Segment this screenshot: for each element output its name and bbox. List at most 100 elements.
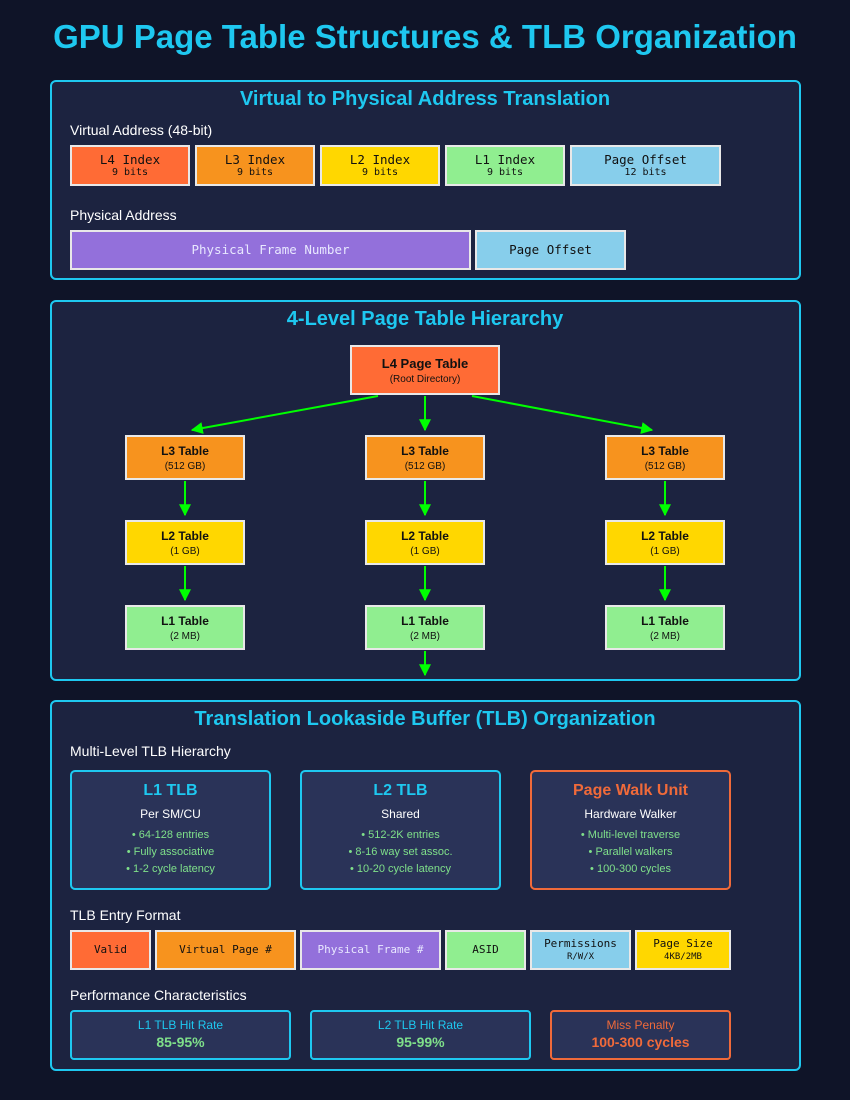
card-feature: • 512-2K entries xyxy=(361,829,440,841)
node-title: L1 Table xyxy=(401,613,449,628)
card-feature: • Parallel walkers xyxy=(588,846,673,858)
node-title: L4 Page Table xyxy=(381,355,469,371)
field-name: L2 Index xyxy=(349,151,411,167)
node-subtitle: (2 MB) xyxy=(170,630,200,642)
perf-metric-label: Miss Penalty xyxy=(606,1018,675,1032)
entry-field-page-size: Page Size 4KB/2MB xyxy=(635,930,731,970)
virtual-address-label: Virtual Address (48-bit) xyxy=(70,122,213,138)
tlb-hierarchy-label: Multi-Level TLB Hierarchy xyxy=(70,743,231,759)
node-subtitle: (1 GB) xyxy=(170,545,200,557)
node-l3-table-right: L3 Table (512 GB) xyxy=(605,435,725,480)
arrow-root-to-l3-left xyxy=(190,395,379,434)
node-title: L1 Table xyxy=(161,613,209,628)
page-title: GPU Page Table Structures & TLB Organiza… xyxy=(53,18,797,55)
node-subtitle: (Root Directory) xyxy=(389,373,461,385)
entry-name: ASID xyxy=(472,943,499,957)
perf-label: Performance Characteristics xyxy=(70,987,247,1003)
card-feature: • Multi-level traverse xyxy=(580,829,681,841)
entry-field-asid: ASID xyxy=(445,930,526,970)
card-feature: • 1-2 cycle latency xyxy=(126,863,215,875)
node-subtitle: (2 MB) xyxy=(650,630,680,642)
card-feature: • 8-16 way set assoc. xyxy=(348,846,453,858)
node-subtitle: (512 GB) xyxy=(644,460,686,472)
virtual-field-l3-index: L3 Index 9 bits xyxy=(195,145,315,186)
node-subtitle: (1 GB) xyxy=(650,545,680,557)
node-subtitle: (2 MB) xyxy=(410,630,440,642)
field-bits: 9 bits xyxy=(486,166,524,178)
card-feature: • 100-300 cycles xyxy=(590,863,671,875)
entry-name: Valid xyxy=(93,943,128,957)
node-subtitle: (512 GB) xyxy=(404,460,446,472)
perf-miss-penalty: Miss Penalty 100-300 cycles xyxy=(550,1010,731,1060)
node-title: L2 Table xyxy=(401,528,449,543)
entry-name: Virtual Page # xyxy=(179,943,272,957)
physical-field-page-offset: Page Offset xyxy=(475,230,626,270)
card-feature: • 64-128 entries xyxy=(131,829,210,841)
arrow-root-to-l3-right xyxy=(471,395,654,434)
card-page-walk-unit: Page Walk Unit Hardware Walker • Multi-l… xyxy=(530,770,731,890)
virtual-field-l2-index: L2 Index 9 bits xyxy=(320,145,440,186)
card-feature: • 10-20 cycle latency xyxy=(349,863,452,875)
node-subtitle: (1 GB) xyxy=(410,545,440,557)
node-l2-table-center: L2 Table (1 GB) xyxy=(365,520,485,565)
physical-field-frame-number: Physical Frame Number xyxy=(70,230,471,270)
node-title: L2 Table xyxy=(641,528,689,543)
card-title: L2 TLB xyxy=(373,782,428,799)
hierarchy-title: 4-Level Page Table Hierarchy xyxy=(286,308,564,330)
entry-sub: R/W/X xyxy=(566,952,595,963)
node-title: L2 Table xyxy=(161,528,209,543)
entry-field-virtual-page: Virtual Page # xyxy=(155,930,296,970)
entry-field-valid: Valid xyxy=(70,930,151,970)
field-name: L3 Index xyxy=(224,151,286,167)
virtual-field-l1-index: L1 Index 9 bits xyxy=(445,145,565,186)
field-name: Page Offset xyxy=(604,151,687,167)
node-title: L3 Table xyxy=(641,443,689,458)
field-bits: 9 bits xyxy=(111,166,149,178)
entry-sub: 4KB/2MB xyxy=(664,952,702,963)
perf-metric-value: 85-95% xyxy=(156,1034,205,1050)
field-name: L4 Index xyxy=(99,151,161,167)
card-feature: • Fully associative xyxy=(126,846,215,858)
card-subtitle: Shared xyxy=(381,807,420,821)
node-subtitle: (512 GB) xyxy=(164,460,206,472)
translation-title: Virtual to Physical Address Translation xyxy=(239,88,611,110)
card-subtitle: Per SM/CU xyxy=(140,807,201,821)
node-title: L3 Table xyxy=(161,443,209,458)
field-name: Physical Frame Number xyxy=(191,241,350,257)
node-title: L3 Table xyxy=(401,443,449,458)
node-l3-table-center: L3 Table (512 GB) xyxy=(365,435,485,480)
entry-name: Physical Frame # xyxy=(317,943,424,957)
card-l2-tlb: L2 TLB Shared • 512-2K entries • 8-16 wa… xyxy=(300,770,501,890)
node-l3-table-left: L3 Table (512 GB) xyxy=(125,435,245,480)
perf-metric-value: 100-300 cycles xyxy=(591,1034,690,1050)
node-l1-table-right: L1 Table (2 MB) xyxy=(605,605,725,650)
node-l2-table-left: L2 Table (1 GB) xyxy=(125,520,245,565)
perf-l1-hit-rate: L1 TLB Hit Rate 85-95% xyxy=(70,1010,291,1060)
card-title: Page Walk Unit xyxy=(573,782,688,799)
perf-metric-value: 95-99% xyxy=(396,1034,445,1050)
field-bits: 12 bits xyxy=(624,166,667,178)
physical-address-label: Physical Address xyxy=(70,207,177,223)
node-l1-table-left: L1 Table (2 MB) xyxy=(125,605,245,650)
node-l4-page-table: L4 Page Table (Root Directory) xyxy=(350,345,500,395)
node-title: L1 Table xyxy=(641,613,689,628)
tlb-title: Translation Lookaside Buffer (TLB) Organ… xyxy=(194,708,656,730)
virtual-field-page-offset: Page Offset 12 bits xyxy=(570,145,721,186)
perf-l2-hit-rate: L2 TLB Hit Rate 95-99% xyxy=(310,1010,531,1060)
card-title: L1 TLB xyxy=(143,782,198,799)
field-name: Page Offset xyxy=(509,241,592,257)
tlb-entry-label: TLB Entry Format xyxy=(70,907,181,923)
node-l1-table-center: L1 Table (2 MB) xyxy=(365,605,485,650)
card-subtitle: Hardware Walker xyxy=(584,807,677,821)
entry-name: Permissions xyxy=(544,937,617,950)
entry-field-permissions: Permissions R/W/X xyxy=(530,930,631,970)
virtual-field-l4-index: L4 Index 9 bits xyxy=(70,145,190,186)
card-l1-tlb: L1 TLB Per SM/CU • 64-128 entries • Full… xyxy=(70,770,271,890)
entry-name: Page Size xyxy=(653,937,713,950)
entry-field-physical-frame: Physical Frame # xyxy=(300,930,441,970)
perf-metric-label: L1 TLB Hit Rate xyxy=(137,1018,224,1032)
field-bits: 9 bits xyxy=(361,166,399,178)
field-name: L1 Index xyxy=(474,151,536,167)
node-l2-table-right: L2 Table (1 GB) xyxy=(605,520,725,565)
